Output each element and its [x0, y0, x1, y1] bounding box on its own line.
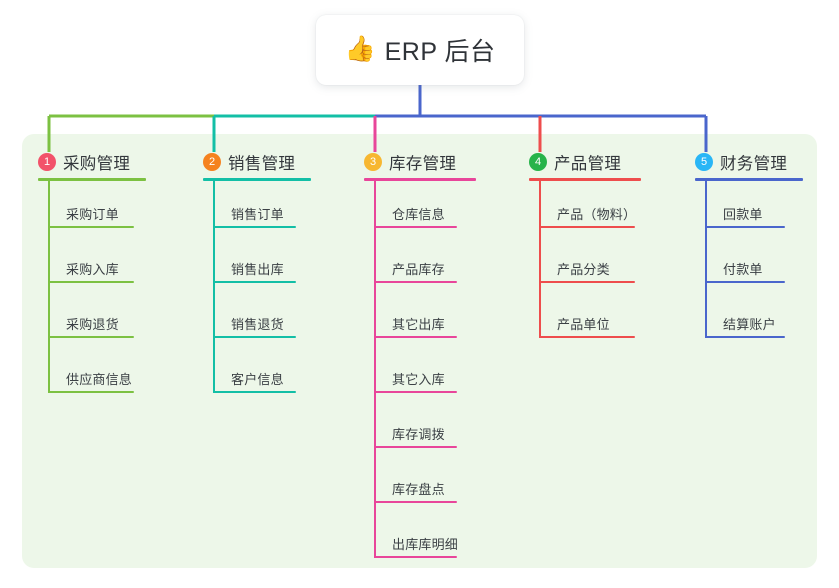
branch-item[interactable]: 库存盘点 [374, 479, 457, 503]
branch-item-rule [539, 336, 635, 338]
branch-item-label: 其它出库 [392, 317, 445, 332]
branch-item-label: 产品分类 [557, 262, 610, 277]
branch-number-badge: 5 [695, 153, 713, 171]
branch-item-label: 销售出库 [231, 262, 284, 277]
branch-item-rule [48, 281, 134, 283]
branch-number-badge: 4 [529, 153, 547, 171]
branch-item-rule [539, 281, 635, 283]
branch-item[interactable]: 产品单位 [539, 314, 635, 338]
branch-item-rule [705, 336, 785, 338]
branch-item[interactable]: 库存调拨 [374, 424, 457, 448]
branch-item[interactable]: 产品库存 [374, 259, 457, 283]
branch-item[interactable]: 采购退货 [48, 314, 134, 338]
branch-title: 库存管理 [389, 155, 457, 173]
branch-item[interactable]: 采购订单 [48, 204, 134, 228]
branch-item-rule [213, 281, 296, 283]
branch-item-rule [705, 281, 785, 283]
branch-item-rule [213, 391, 296, 393]
branch-item-rule [374, 226, 457, 228]
branch-item-label: 仓库信息 [392, 207, 445, 222]
branch-item[interactable]: 仓库信息 [374, 204, 457, 228]
branch-header-4[interactable]: 4 产品管理 [529, 150, 621, 174]
branch-item-label: 回款单 [723, 207, 763, 222]
branch-item-label: 出库库明细 [392, 537, 459, 552]
branch-title: 销售管理 [228, 155, 296, 173]
branch-header-3[interactable]: 3 库存管理 [364, 150, 456, 174]
branch-item[interactable]: 产品分类 [539, 259, 635, 283]
branch-item-rule [213, 226, 296, 228]
branch-item-label: 产品库存 [392, 262, 445, 277]
branch-column-1: 1 采购管理采购订单采购入库采购退货供应商信息 [38, 150, 146, 393]
branch-item-rule [374, 446, 457, 448]
branch-trunk [213, 178, 215, 393]
branch-item[interactable]: 付款单 [705, 259, 785, 283]
branch-item-label: 销售退货 [231, 317, 284, 332]
thumbs-up-icon: 👍 [344, 34, 376, 63]
branch-item-label: 供应商信息 [66, 372, 133, 387]
root-node-label: ERP 后台 [384, 38, 496, 66]
branch-item-label: 采购入库 [66, 262, 119, 277]
branch-item-label: 库存盘点 [392, 482, 445, 497]
branch-header-1[interactable]: 1 采购管理 [38, 150, 130, 174]
branch-number-badge: 3 [364, 153, 382, 171]
branch-header-2[interactable]: 2 销售管理 [203, 150, 295, 174]
branch-header-rule [203, 178, 311, 181]
branch-header-5[interactable]: 5 财务管理 [695, 150, 787, 174]
branch-item-label: 结算账户 [723, 317, 776, 332]
branch-number-badge: 1 [38, 153, 56, 171]
branches-panel [22, 134, 817, 568]
branch-item[interactable]: 销售订单 [213, 204, 296, 228]
branch-item-rule [374, 501, 457, 503]
branch-title: 产品管理 [554, 155, 622, 173]
branch-header-rule [38, 178, 146, 181]
branch-trunk [705, 178, 707, 338]
branch-item-rule [539, 226, 635, 228]
branch-item-rule [374, 336, 457, 338]
branch-item[interactable]: 出库库明细 [374, 534, 459, 558]
branch-column-3: 3 库存管理仓库信息产品库存其它出库其它入库库存调拨库存盘点出库库明细 [364, 150, 476, 558]
branch-item-rule [705, 226, 785, 228]
branch-item-label: 采购退货 [66, 317, 119, 332]
branch-item[interactable]: 销售退货 [213, 314, 296, 338]
branch-item[interactable]: 供应商信息 [48, 369, 134, 393]
branch-item-label: 其它入库 [392, 372, 445, 387]
branch-item-label: 客户信息 [231, 372, 284, 387]
branch-item-label: 库存调拨 [392, 427, 445, 442]
branch-column-4: 4 产品管理产品（物料） 产品分类产品单位 [529, 150, 641, 338]
branch-item-label: 采购订单 [66, 207, 119, 222]
branch-trunk [48, 178, 50, 393]
branch-item[interactable]: 销售出库 [213, 259, 296, 283]
branch-header-rule [529, 178, 641, 181]
root-node-content: 👍 ERP 后台 [344, 32, 495, 68]
branch-trunk [539, 178, 541, 338]
branch-item[interactable]: 产品（物料） [539, 204, 637, 228]
branch-item-label: 产品（物料） [557, 207, 637, 222]
branch-item[interactable]: 其它出库 [374, 314, 457, 338]
branch-item-rule [213, 336, 296, 338]
branch-item-label: 产品单位 [557, 317, 610, 332]
branch-item-rule [374, 391, 457, 393]
branch-item-rule [48, 226, 134, 228]
branch-item-label: 付款单 [723, 262, 763, 277]
branch-item[interactable]: 回款单 [705, 204, 785, 228]
branch-title: 采购管理 [63, 155, 131, 173]
branch-item-rule [48, 391, 134, 393]
branch-item-rule [48, 336, 134, 338]
branch-header-rule [695, 178, 803, 181]
branch-trunk [374, 178, 376, 558]
branch-column-5: 5 财务管理回款单付款单结算账户 [695, 150, 803, 338]
branch-number-badge: 2 [203, 153, 221, 171]
branch-item-rule [374, 281, 457, 283]
branch-title: 财务管理 [720, 155, 788, 173]
branch-column-2: 2 销售管理销售订单销售出库销售退货客户信息 [203, 150, 311, 393]
branch-item[interactable]: 采购入库 [48, 259, 134, 283]
branch-item[interactable]: 结算账户 [705, 314, 785, 338]
branch-header-rule [364, 178, 476, 181]
branch-item[interactable]: 客户信息 [213, 369, 296, 393]
branch-item-rule [374, 556, 457, 558]
branch-item[interactable]: 其它入库 [374, 369, 457, 393]
branch-item-label: 销售订单 [231, 207, 284, 222]
root-node[interactable]: 👍 ERP 后台 [316, 15, 524, 85]
